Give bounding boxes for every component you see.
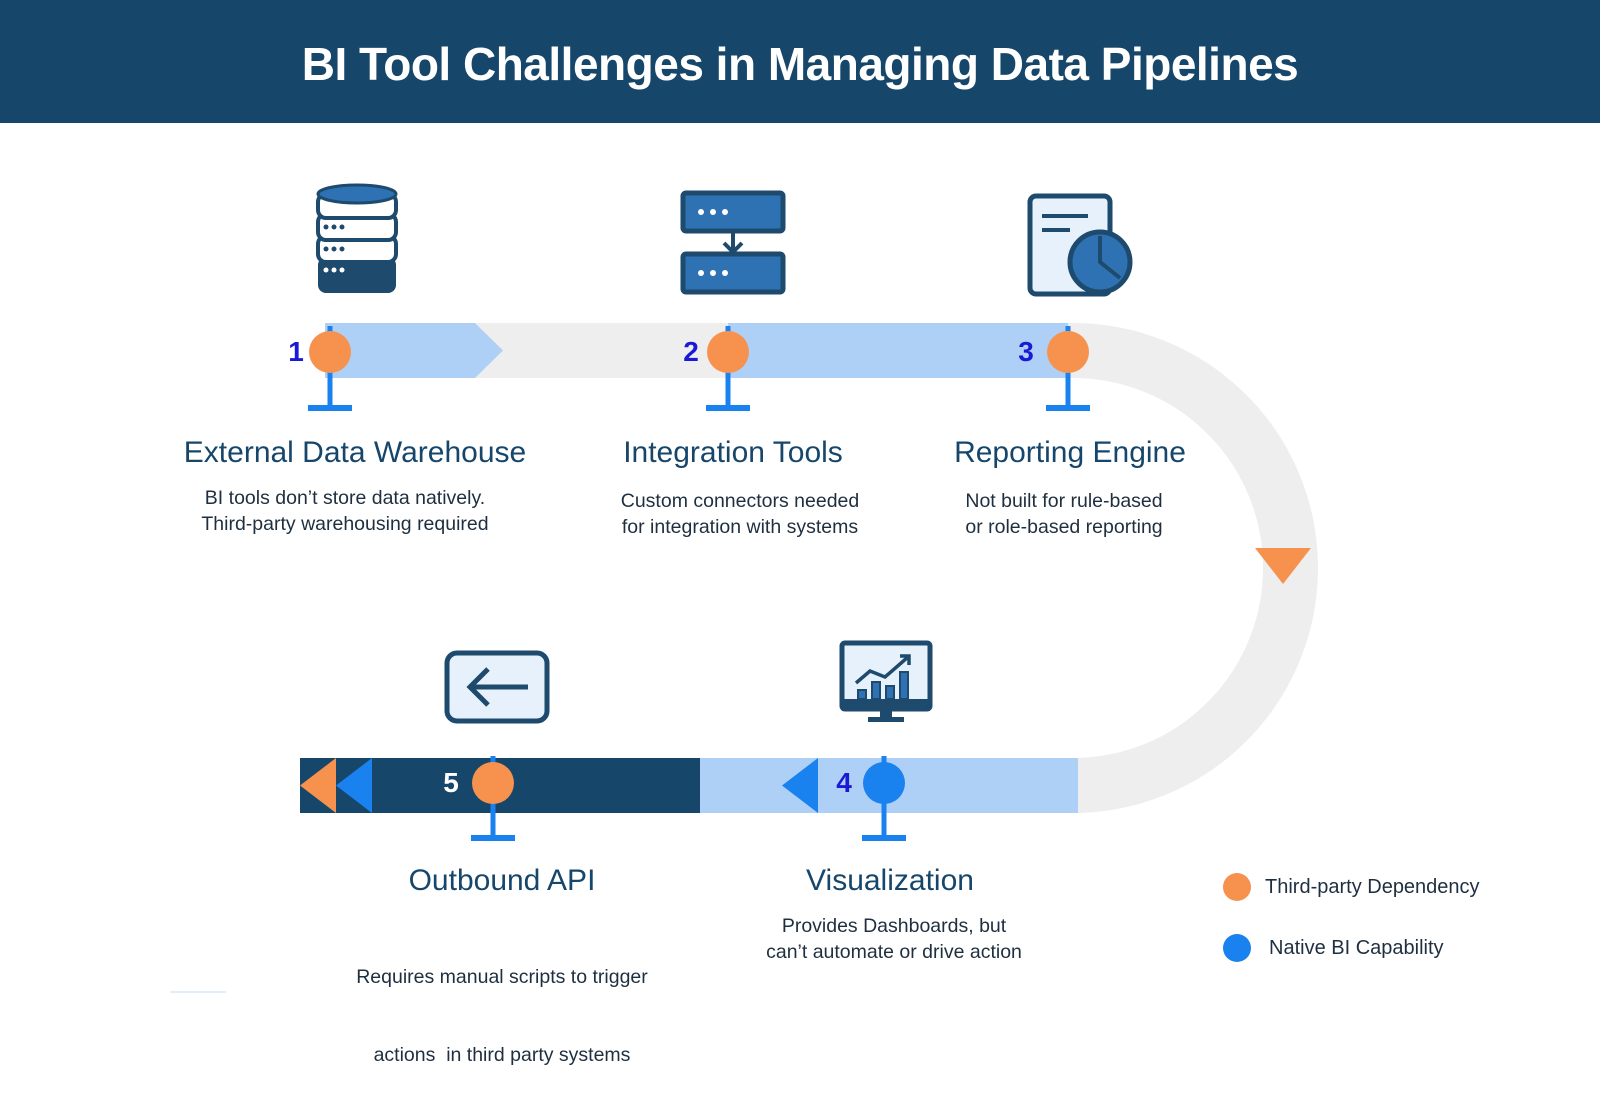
step-desc-3-line-2: or role-based reporting bbox=[965, 516, 1163, 538]
step-desc-5-line-2: actions in third party systems bbox=[373, 1044, 631, 1066]
direction-arrow-left bbox=[782, 758, 818, 813]
step-title-4: Visualization bbox=[806, 864, 974, 897]
marker-step-1 bbox=[308, 326, 352, 411]
end-chevron-orange bbox=[300, 758, 336, 813]
step-title-2: Integration Tools bbox=[623, 436, 843, 469]
step-title-3: Reporting Engine bbox=[954, 436, 1186, 469]
step-number-3: 3 bbox=[1018, 336, 1034, 367]
step-desc-3: Not built for rule-based or role-based r… bbox=[965, 488, 1162, 540]
step-desc-1-line-2: Third-party warehousing required bbox=[201, 513, 489, 535]
legend-dot-third-party bbox=[1223, 873, 1251, 901]
divider bbox=[170, 991, 226, 993]
step-desc-4-line-1: Provides Dashboards, but bbox=[781, 915, 1007, 937]
step-desc-5-line-1: Requires manual scripts to trigger bbox=[356, 966, 648, 988]
step-desc-5: Requires manual scripts to trigger actio… bbox=[356, 912, 648, 1094]
pipeline-diagram bbox=[300, 183, 1318, 841]
page-title: BI Tool Challenges in Managing Data Pipe… bbox=[301, 38, 1299, 90]
step-title-1: External Data Warehouse bbox=[183, 436, 527, 469]
marker-step-3 bbox=[1046, 326, 1090, 411]
database-icon bbox=[316, 183, 398, 293]
step-desc-4-line-2: can’t automate or drive action bbox=[766, 941, 1022, 963]
step-desc-2-line-2: for integration with systems bbox=[621, 516, 859, 538]
step-number-5: 5 bbox=[443, 767, 459, 798]
step-number-1: 1 bbox=[288, 336, 304, 367]
step-desc-1-line-1: BI tools don’t store data natively. bbox=[204, 487, 486, 509]
track-segment-1 bbox=[325, 323, 503, 378]
step-desc-2: Custom connectors needed for integration… bbox=[621, 488, 859, 540]
legend-dot-native bbox=[1223, 934, 1251, 962]
step-desc-2-line-1: Custom connectors needed bbox=[620, 490, 860, 512]
step-desc-1: BI tools don’t store data natively. Thir… bbox=[201, 485, 488, 537]
header-bar: BI Tool Challenges in Managing Data Pipe… bbox=[0, 0, 1600, 123]
arrow-left-box-icon bbox=[444, 650, 550, 724]
legend-label-native: Native BI Capability bbox=[1269, 937, 1444, 959]
legend-label-third-party: Third-party Dependency bbox=[1265, 876, 1480, 898]
marker-step-4 bbox=[862, 756, 906, 841]
direction-arrow-down bbox=[1255, 548, 1311, 584]
marker-step-2 bbox=[706, 326, 750, 411]
end-chevron-blue bbox=[336, 758, 372, 813]
step-number-4: 4 bbox=[836, 767, 852, 798]
report-chart-icon bbox=[1027, 193, 1133, 297]
step-desc-3-line-1: Not built for rule-based bbox=[965, 490, 1163, 512]
track-segment-2 bbox=[728, 323, 1068, 378]
server-connect-icon bbox=[680, 190, 786, 295]
step-desc-4: Provides Dashboards, but can’t automate … bbox=[766, 913, 1022, 965]
monitor-chart-icon bbox=[839, 640, 933, 722]
marker-step-5 bbox=[471, 756, 515, 841]
step-number-2: 2 bbox=[683, 336, 699, 367]
track-curve bbox=[1072, 323, 1318, 813]
step-title-5: Outbound API bbox=[408, 864, 596, 897]
